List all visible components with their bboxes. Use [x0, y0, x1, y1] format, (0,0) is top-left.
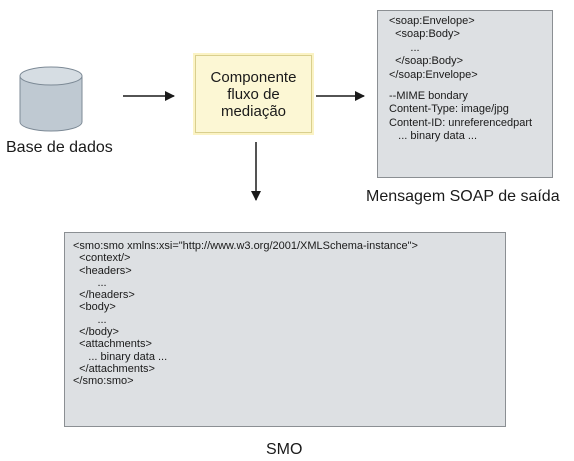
smo-code-line: ... — [73, 276, 107, 289]
smo-code-line: </smo:smo> — [73, 375, 134, 388]
database-cylinder-icon — [19, 66, 83, 132]
mediation-label-line: mediação — [220, 102, 287, 120]
soap-code-line: Content-Type: image/jpg — [389, 103, 509, 116]
smo-code-line: ... — [73, 313, 107, 326]
smo-code-line: </headers> — [73, 289, 135, 302]
smo-caption: SMO — [266, 441, 303, 458]
soap-code-line: ... binary data ... — [389, 130, 478, 143]
soap-code-spacer — [389, 82, 546, 90]
mediation-label-line: fluxo de — [227, 85, 280, 103]
soap-code-line: --MIME bondary — [389, 90, 468, 103]
soap-code-line: Content-ID: unreferencedpart — [389, 116, 533, 129]
mediation-label-line: Componente — [210, 68, 297, 86]
outgoing-soap-message-box: <soap:Envelope> <soap:Body> ... </soap:B… — [377, 10, 553, 178]
soap-code-line: ... — [389, 41, 420, 54]
soap-code-line: <soap:Envelope> — [389, 15, 475, 27]
soap-code-line: </soap:Envelope> — [389, 68, 478, 81]
smo-code-line: ... binary data ... — [73, 350, 168, 363]
smo-code-line: <smo:smo xmlns:xsi="http://www.w3.org/20… — [73, 240, 418, 252]
smo-code-line: <body> — [73, 301, 116, 314]
soap-code-line: </soap:Body> — [389, 55, 463, 68]
mediation-flow-component: Componente fluxo de mediação — [195, 55, 312, 133]
smo-code-line: </body> — [73, 326, 119, 339]
database-label: Base de dados — [6, 139, 113, 156]
soap-code-line: <soap:Body> — [389, 28, 460, 41]
soap-message-caption: Mensagem SOAP de saída — [366, 188, 560, 205]
smo-box: <smo:smo xmlns:xsi="http://www.w3.org/20… — [64, 232, 506, 427]
smo-code-line: <headers> — [73, 264, 132, 277]
smo-code-line: <attachments> — [73, 338, 152, 351]
smo-code-line: </attachments> — [73, 362, 155, 375]
smo-code-line: <context/> — [73, 252, 131, 265]
